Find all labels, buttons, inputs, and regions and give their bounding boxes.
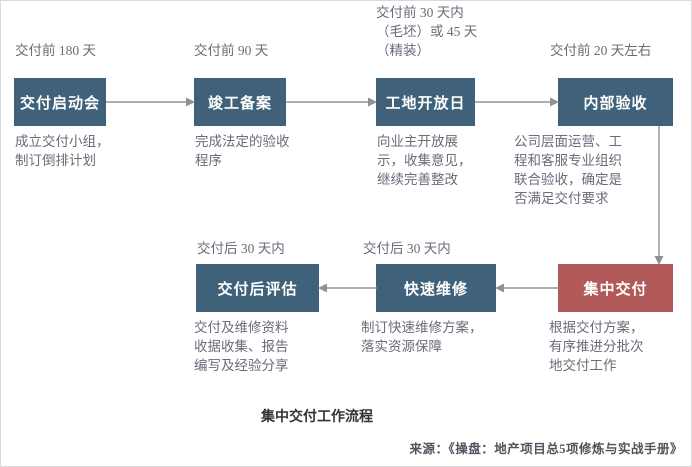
arrow-n1-to-n2 <box>106 97 195 107</box>
node-desc-n7: 交付及维修资料 收据收集、报告 编写及经验分享 <box>194 320 289 373</box>
node-time-label-n6: 交付后 30 天内 <box>363 241 451 256</box>
node-box-delivery-kickoff[interactable]: 交付启动会 <box>14 78 106 126</box>
diagram-caption: 集中交付工作流程 <box>261 408 373 424</box>
node-label-n6: 快速维修 <box>403 280 468 298</box>
node-label-n2: 竣工备案 <box>207 94 272 112</box>
node-label-n1: 交付启动会 <box>19 94 100 112</box>
node-desc-n3: 向业主开放展 示，收集意见， 继续完善整改 <box>377 134 472 187</box>
node-desc-n4: 公司层面运营、工 程和客服专业组织 联合验收，确定是 否满足交付要求 <box>514 134 622 206</box>
node-label-n7: 交付后评估 <box>217 280 298 298</box>
arrow-n3-to-n4 <box>475 97 559 107</box>
node-box-site-open-day[interactable]: 工地开放日 <box>376 78 475 126</box>
node-box-post-delivery-review[interactable]: 交付后评估 <box>196 264 319 312</box>
node-desc-n1: 成立交付小组， 制订倒排计划 <box>15 134 110 168</box>
node-label-n3: 工地开放日 <box>385 94 466 112</box>
arrow-n2-to-n3 <box>286 97 377 107</box>
node-label-n4: 内部验收 <box>583 94 648 112</box>
node-desc-n5: 根据交付方案， 有序推进分批次 地交付工作 <box>549 320 644 373</box>
node-time-label-n1: 交付前 180 天 <box>15 43 96 58</box>
node-desc-n2: 完成法定的验收 程序 <box>195 134 290 168</box>
arrow-n5-to-n6 <box>495 283 559 293</box>
node-box-rapid-repair[interactable]: 快速维修 <box>376 264 496 312</box>
node-time-label-n2: 交付前 90 天 <box>194 43 269 58</box>
node-box-internal-acceptance[interactable]: 内部验收 <box>558 78 673 126</box>
diagram-source: 来源：《操盘：地产项目总5项修炼与实战手册》 <box>409 442 683 456</box>
node-time-label-n7: 交付后 30 天内 <box>197 241 285 256</box>
node-time-label-n4: 交付前 20 天左右 <box>550 43 652 58</box>
node-label-n5: 集中交付 <box>583 280 648 298</box>
arrow-n6-to-n7 <box>318 283 377 293</box>
node-time-label-n3: 交付前 30 天内 （毛坯）或 45 天 （精装） <box>376 5 478 58</box>
node-box-completion-filing[interactable]: 竣工备案 <box>194 78 286 126</box>
node-desc-n6: 制订快速维修方案， 落实资源保障 <box>361 320 483 354</box>
node-box-centralized-delivery[interactable]: 集中交付 <box>558 264 673 312</box>
